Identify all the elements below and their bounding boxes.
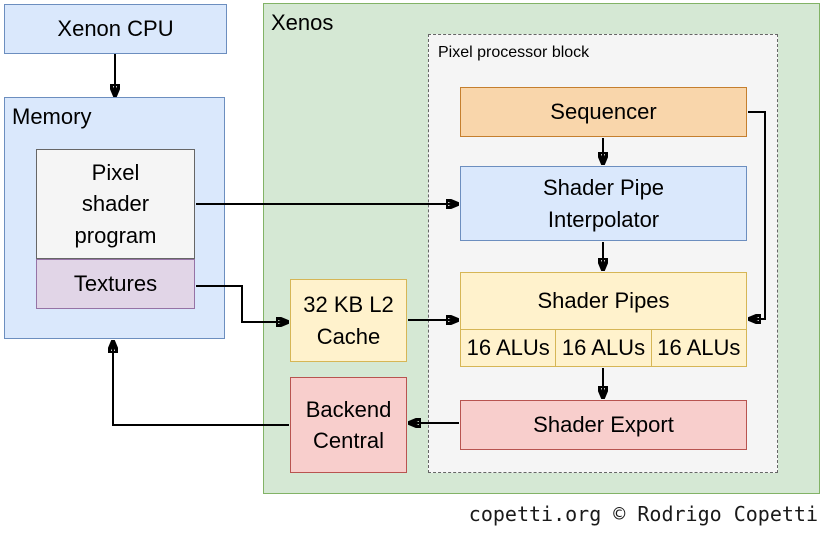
node-shader-export: Shader Export	[460, 400, 747, 450]
alu-cell: 16 ALUs	[650, 330, 746, 366]
node-shader-pipe-interpolator: Shader Pipe Interpolator	[460, 166, 747, 241]
alu-row: 16 ALUs 16 ALUs 16 ALUs	[461, 330, 746, 366]
node-xenon-cpu: Xenon CPU	[4, 4, 227, 54]
backend-central-label: Backend Central	[305, 396, 392, 453]
node-textures: Textures	[36, 259, 195, 309]
shader-export-label: Shader Export	[533, 412, 674, 437]
shader-pipes-label: Shader Pipes	[461, 273, 746, 330]
credit-text: copetti.org © Rodrigo Copetti	[468, 502, 818, 526]
node-l2-cache: 32 KB L2 Cache	[290, 279, 407, 362]
textures-label: Textures	[73, 271, 158, 296]
alu-cell: 16 ALUs	[466, 335, 550, 360]
alu-cell: 16 ALUs	[555, 330, 650, 366]
shader-pipe-interpolator-label: Shader Pipe Interpolator	[542, 175, 665, 232]
xenos-label: Xenos	[271, 10, 334, 35]
sequencer-label: Sequencer	[550, 99, 657, 124]
node-pixel-shader-program: Pixel shader program	[36, 149, 195, 259]
memory-label: Memory	[12, 104, 92, 129]
node-backend-central: Backend Central	[290, 377, 407, 473]
node-shader-pipes: Shader Pipes 16 ALUs 16 ALUs 16 ALUs	[460, 272, 747, 367]
node-sequencer: Sequencer	[460, 87, 747, 137]
xenon-cpu-label: Xenon CPU	[57, 16, 174, 41]
pixel-processor-block-label: Pixel processor block	[438, 44, 590, 61]
pixel-shader-program-label: Pixel shader program	[74, 160, 157, 248]
l2-cache-label: 32 KB L2 Cache	[303, 292, 394, 349]
